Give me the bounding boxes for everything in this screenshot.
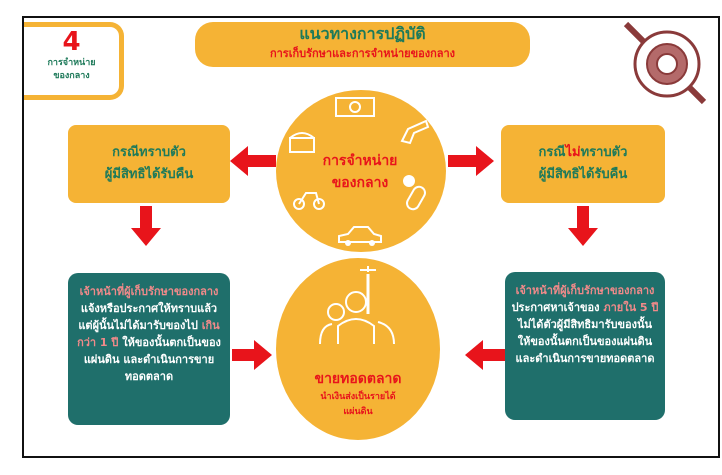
pills-icon xyxy=(400,172,432,212)
disposal-label-line1: การจำหน่าย xyxy=(322,153,398,169)
arrow-right xyxy=(448,146,494,176)
disposal-label-line2: ของกลาง xyxy=(331,175,389,191)
left-detail-t1: แจ้งหรือประกาศให้ทราบแล้ว แต่ผู้นั้นไม่ไ… xyxy=(78,302,218,332)
unknown-suffix: ทราบตัว xyxy=(580,145,628,160)
unknown-prefix: กรณี xyxy=(538,145,566,160)
money-icon xyxy=(334,96,376,118)
arrow-down-left xyxy=(131,206,161,246)
right-detail-h1: เจ้าหน้าที่ผู้เก็บรักษาของกลาง xyxy=(515,284,655,297)
right-detail-h2: ภายใน 5 ปี xyxy=(603,301,659,314)
left-detail-t2: ให้ของนั้นตกเป็นของแผ่นดิน และดำเนินการข… xyxy=(83,336,221,383)
auction-line2: แผ่นดิน xyxy=(343,407,373,417)
disposal-label: การจำหน่าย ของกลาง xyxy=(300,150,420,194)
auction-circle xyxy=(276,258,440,440)
arrow-to-auction-right xyxy=(465,340,505,370)
known-owner-line2: ผู้มีสิทธิได้รับคืน xyxy=(104,167,194,182)
treasure-chest-icon xyxy=(287,128,317,154)
arrow-down-right xyxy=(568,206,598,246)
left-detail-h2: เกินกว่า 1 ปี xyxy=(77,319,220,349)
left-detail-h1: เจ้าหน้าที่ผู้เก็บรักษาของกลาง xyxy=(79,285,219,298)
right-detail-t2: ไม่ได้ตัวผู้มีสิทธิมารับของนั้น ให้ของนั… xyxy=(515,318,655,365)
known-owner-detail: เจ้าหน้าที่ผู้เก็บรักษาของกลาง แจ้งหรือป… xyxy=(68,273,230,425)
arrow-to-auction-left xyxy=(232,340,272,370)
gun-icon xyxy=(398,115,430,145)
police-seal-logo xyxy=(622,18,708,106)
right-detail-t1: ประกาศหาเจ้าของ xyxy=(511,301,604,314)
step-number: 4 xyxy=(62,27,81,57)
auction-line1: นำเงินส่งเป็นรายได้ xyxy=(320,392,396,402)
car-icon xyxy=(336,224,384,248)
badge-line2: ของกลาง xyxy=(53,71,90,81)
unknown-owner-line1: กรณีไม่ทราบตัว xyxy=(501,142,665,164)
badge-line1: การจำหน่าย xyxy=(47,58,96,68)
auction-people-icon xyxy=(318,264,398,346)
motorcycle-icon xyxy=(292,185,326,211)
title-sub: การเก็บรักษาและการจำหน่ายของกลาง xyxy=(269,47,456,60)
unknown-owner-detail: เจ้าหน้าที่ผู้เก็บรักษาของกลาง ประกาศหาเ… xyxy=(505,272,665,420)
title-banner: แนวทางการปฏิบัติ การเก็บรักษาและการจำหน่… xyxy=(195,22,530,67)
arrow-left xyxy=(230,146,276,176)
title-main: แนวทางการปฏิบัติ xyxy=(299,24,426,43)
step-badge: 4 การจำหน่าย ของกลาง xyxy=(24,22,124,100)
unknown-owner-case: กรณีไม่ทราบตัว ผู้มีสิทธิได้รับคืน xyxy=(501,125,665,203)
auction-title: ขายทอดตลาด xyxy=(314,371,402,387)
known-owner-case: กรณีทราบตัว ผู้มีสิทธิได้รับคืน xyxy=(68,125,230,203)
known-owner-line1: กรณีทราบตัว xyxy=(112,145,186,160)
auction-label: ขายทอดตลาด นำเงินส่งเป็นรายได้ แผ่นดิน xyxy=(290,368,426,420)
unknown-highlight: ไม่ xyxy=(565,145,581,160)
unknown-owner-line2: ผู้มีสิทธิได้รับคืน xyxy=(538,167,628,182)
